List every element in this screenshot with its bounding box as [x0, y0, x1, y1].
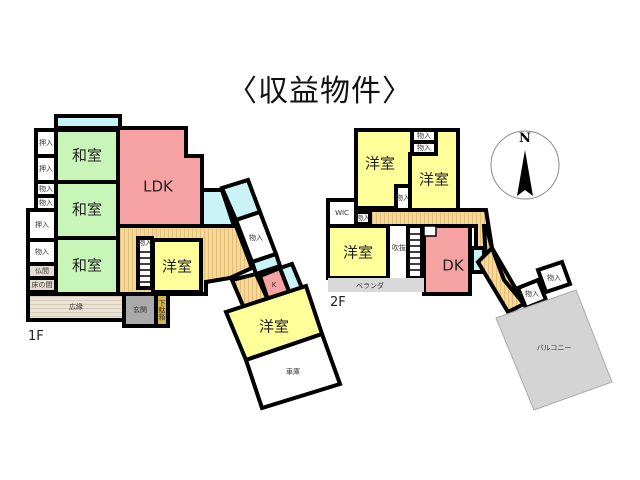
garage	[243, 331, 343, 411]
monoire-d-label: 物入	[356, 213, 370, 222]
yoshitsu-nw-label: 洋室	[365, 155, 395, 173]
getabako-label: 下駄箱	[158, 300, 166, 322]
engawa	[26, 292, 126, 322]
washitsu-2-label: 和室	[72, 201, 102, 219]
genkan-label: 玄関	[133, 305, 147, 314]
dk-label: DK	[442, 257, 465, 275]
monoire-3-label: 物入	[35, 247, 49, 256]
butsuma-label: 仏間	[35, 267, 49, 275]
stair-steps-2f	[410, 233, 420, 271]
monoire-f-label: 物入	[547, 273, 561, 282]
page-title: 〈収益物件〉	[227, 74, 413, 109]
monoire-2-label: 物入	[39, 198, 53, 207]
dk	[422, 224, 472, 296]
balcony	[495, 289, 613, 411]
compass: N	[490, 130, 560, 200]
washitsu-1-label: 和室	[72, 147, 102, 165]
floor-1-plan: 押入 押入 物入 物入 押入 物入 仏間 床の間 和室 和室 和室 広縁 LDK	[26, 114, 343, 411]
corridor-2f-end	[475, 244, 528, 315]
yoshitsu-center-label: 洋室	[162, 258, 192, 276]
dk-inner-box	[423, 225, 437, 237]
oshiire-3	[26, 208, 58, 242]
monoire-stair-label: 物入	[138, 238, 152, 247]
engawa-label: 広縁	[69, 302, 83, 311]
north-arrow-icon	[517, 150, 533, 196]
yoshitsu-center	[151, 238, 203, 294]
monoire-1-label: 物入	[39, 184, 53, 193]
floor-1-label: 1F	[28, 329, 44, 344]
washitsu-3	[54, 236, 120, 296]
balcony-label: バルコニー	[537, 344, 572, 352]
fukinuke-label: 吹抜	[392, 243, 406, 252]
monoire-a-label: 物入	[417, 131, 431, 140]
veranda-label: ベランダ	[356, 281, 384, 290]
wic-label: WIC	[335, 209, 349, 217]
oshiire-1-label: 押入	[39, 138, 53, 147]
yoshitsu-ne-label: 洋室	[419, 171, 449, 189]
monoire-c-label: 物入	[396, 193, 410, 202]
oshiire-3-label: 押入	[35, 220, 49, 229]
fukinuke	[390, 226, 408, 278]
compass-north-label: N	[519, 131, 531, 146]
veranda	[328, 278, 424, 292]
monoire-wing-label: 物入	[249, 233, 263, 242]
monoire-b-label: 物入	[417, 143, 431, 152]
floor-2-plan: 洋室 物入 物入 物入 洋室 WIC 物入 洋室 吹抜	[326, 128, 613, 411]
washitsu-3-label: 和室	[72, 257, 102, 275]
compass-circle	[490, 130, 560, 200]
bathroom-1f-top	[54, 114, 122, 130]
tokonoma-label: 床の間	[32, 280, 53, 289]
washitsu-1	[54, 128, 120, 184]
ldk-label: LDK	[143, 178, 174, 196]
garage-label: 車庫	[286, 367, 300, 376]
oshiire-2-label: 押入	[39, 164, 53, 173]
kitchen-label: K	[272, 281, 277, 289]
monoire-f	[535, 259, 573, 295]
floor-2-label: 2F	[330, 295, 346, 310]
yoshitsu-sw-label: 洋室	[343, 244, 373, 262]
getabako	[154, 292, 170, 328]
washitsu-2	[54, 180, 120, 240]
monoire-e-label: 物入	[525, 289, 539, 298]
stair-steps-1f	[140, 251, 150, 283]
yoshitsu-south-label: 洋室	[259, 318, 289, 336]
